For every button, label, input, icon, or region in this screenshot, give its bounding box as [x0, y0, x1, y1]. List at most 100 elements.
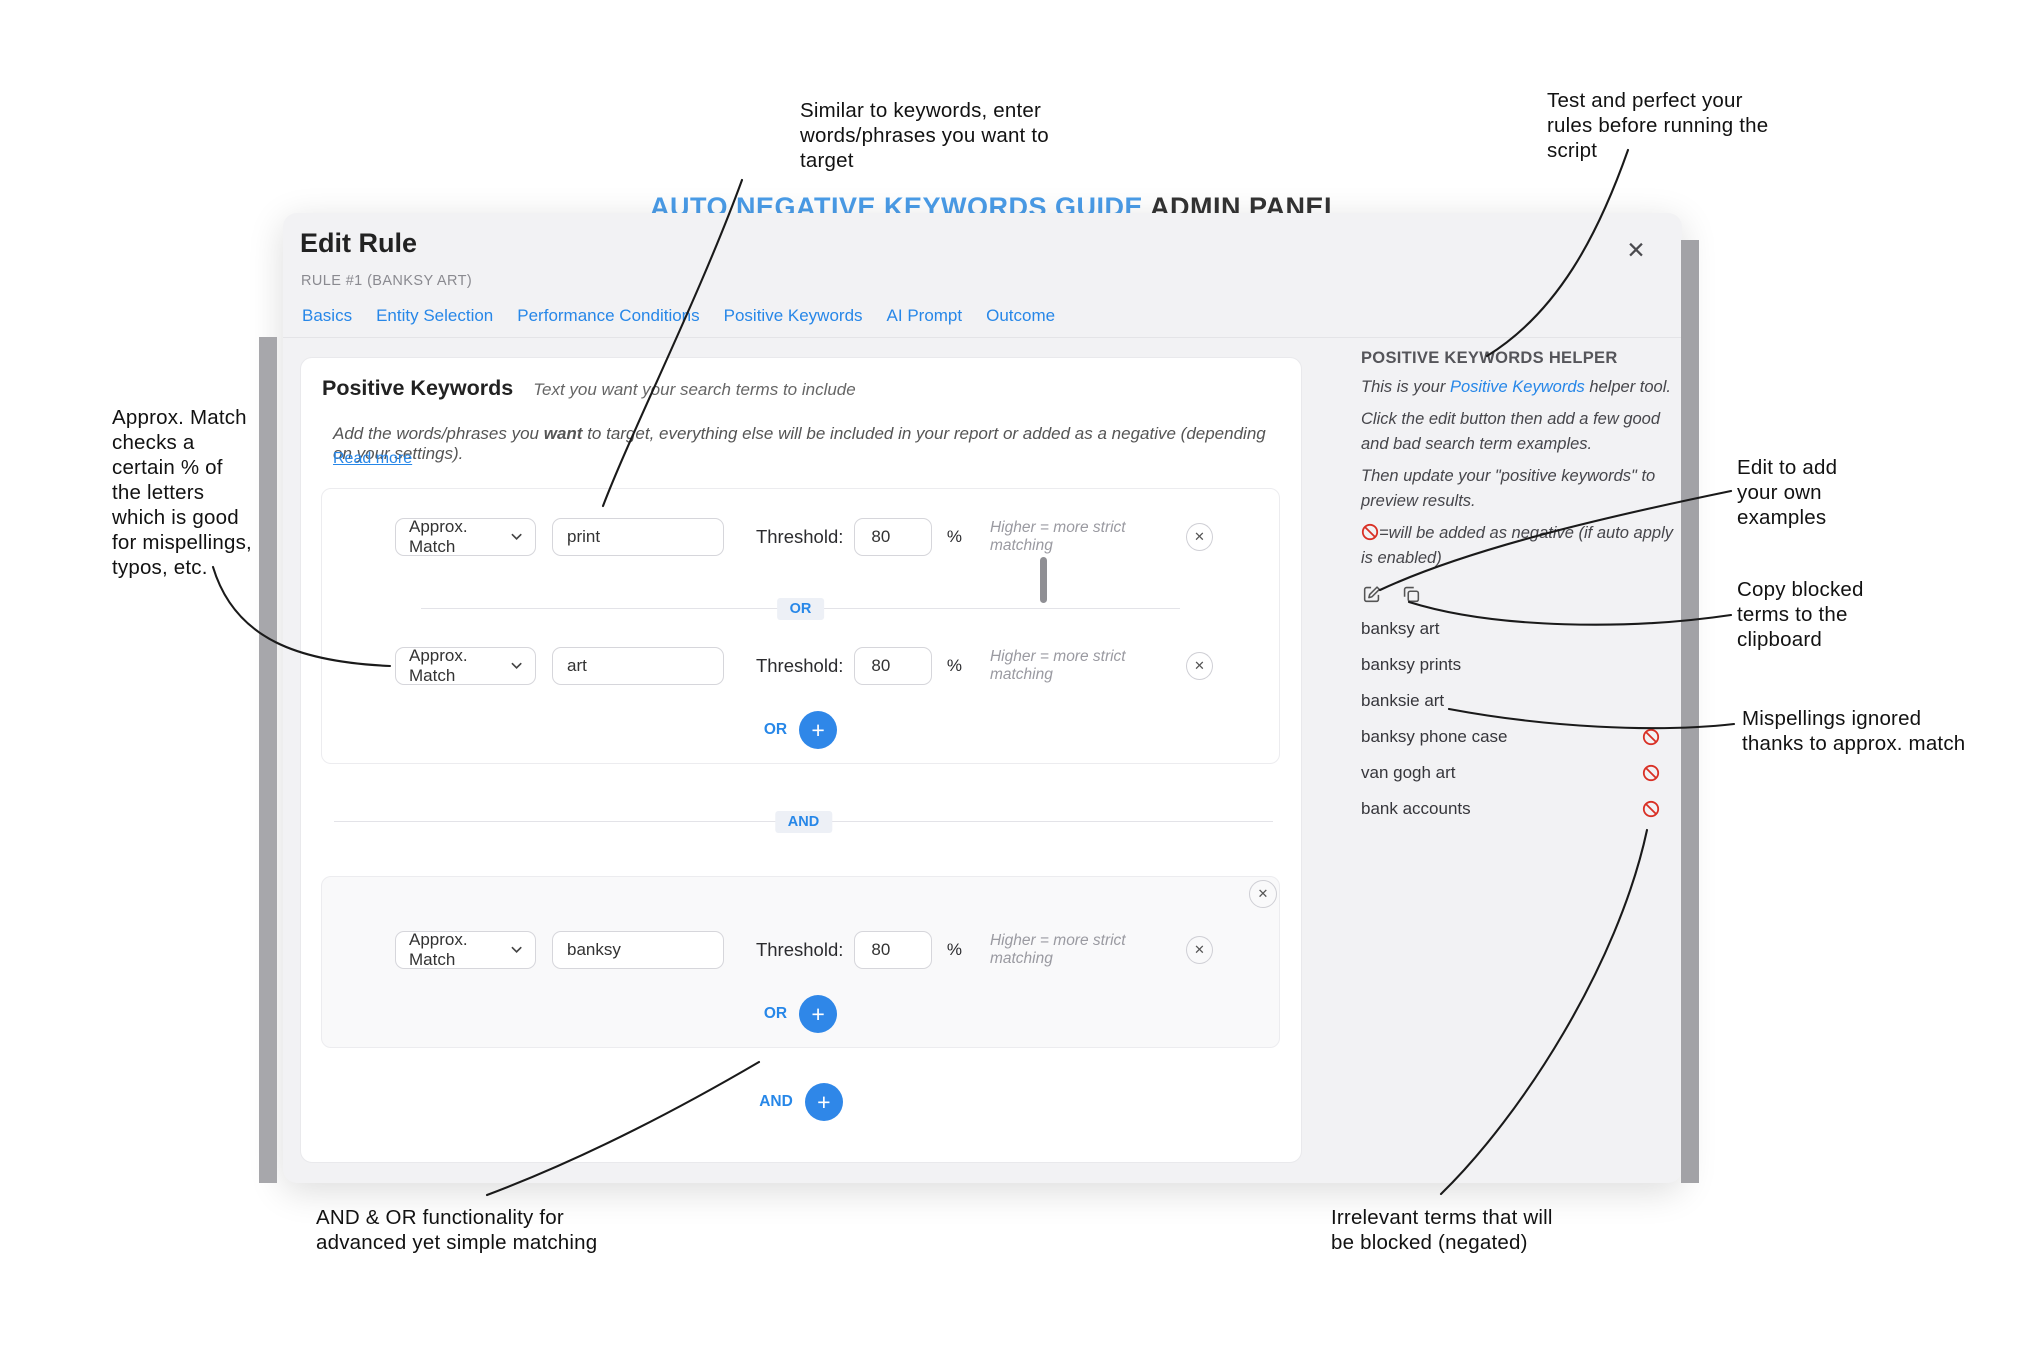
remove-keyword-button[interactable]: ✕ — [1185, 936, 1213, 964]
threshold-hint: Higher = more strict matching — [989, 932, 1126, 967]
list-item: banksy phone case — [1361, 719, 1682, 755]
list-item: banksy art — [1361, 611, 1682, 647]
keyword-row: Approx. Match print Threshold: 80 % High… — [322, 517, 1279, 556]
threshold-hint: Higher = more strict matching — [989, 519, 1126, 554]
percent-sign: % — [946, 527, 962, 546]
annotation-similar-to-keywords: Similar to keywords, enter words/phrases… — [800, 99, 1049, 172]
positive-keywords-link[interactable]: Positive Keywords — [1449, 378, 1585, 396]
helper-step-1: Click the edit button then add a few goo… — [1361, 410, 1661, 453]
or-chip: OR — [776, 598, 825, 620]
description-bold: want — [543, 424, 583, 443]
match-type-value: Approx. Match — [409, 646, 468, 685]
helper-keyword-list: banksy art banksy prints banksie art ban… — [1361, 611, 1682, 827]
threshold-label: Threshold: — [755, 526, 844, 547]
remove-group-button[interactable]: ✕ — [1249, 880, 1277, 908]
modal-subtitle: RULE #1 (BANKSY ART) — [301, 273, 473, 289]
or-separator: OR — [421, 598, 1180, 620]
list-item: banksie art — [1361, 683, 1682, 719]
content-scrollbar-thumb[interactable] — [1040, 557, 1047, 603]
helper-toolbar — [1361, 583, 1682, 605]
positive-keywords-helper-panel: POSITIVE KEYWORDS HELPER This is your Po… — [1345, 337, 1682, 1183]
helper-intro: This is your Positive Keywords helper to… — [1361, 375, 1677, 400]
tab-entity-selection[interactable]: Entity Selection — [376, 306, 494, 325]
header-divider — [283, 337, 1682, 338]
keyword-term: banksy art — [1361, 619, 1440, 638]
tab-positive-keywords[interactable]: Positive Keywords — [723, 306, 863, 325]
tab-outcome[interactable]: Outcome — [986, 306, 1056, 325]
threshold-input[interactable]: 80 — [854, 647, 932, 685]
annotation-and-or-functionality: AND & OR functionality for advanced yet … — [316, 1206, 598, 1254]
or-add-row: OR + — [322, 711, 1279, 749]
chevron-down-icon — [511, 533, 522, 541]
helper-intro-post: helper tool. — [1584, 378, 1671, 396]
modal-title: Edit Rule — [300, 228, 418, 258]
tab-performance-conditions[interactable]: Performance Conditions — [517, 306, 700, 325]
copy-icon[interactable] — [1400, 583, 1422, 605]
keyword-term-input[interactable]: art — [552, 647, 724, 685]
annotation-test-and-perfect: Test and perfect your rules before runni… — [1547, 89, 1769, 162]
tab-ai-prompt[interactable]: AI Prompt — [886, 306, 963, 325]
helper-legend: =will be added as negative (if auto appl… — [1361, 521, 1677, 571]
threshold-hint: Higher = more strict matching — [989, 648, 1126, 683]
right-scrollbar[interactable] — [1681, 240, 1699, 1183]
list-item: banksy prints — [1361, 647, 1682, 683]
keyword-term: bank accounts — [1361, 799, 1471, 818]
annotation-copy-blocked: Copy blocked terms to the clipboard — [1737, 578, 1864, 651]
helper-title: POSITIVE KEYWORDS HELPER — [1361, 349, 1618, 367]
threshold-label: Threshold: — [755, 939, 844, 960]
annotation-edit-to-add: Edit to add your own examples — [1737, 456, 1838, 529]
threshold-input[interactable]: 80 — [854, 931, 932, 969]
keyword-term: banksy prints — [1361, 655, 1462, 674]
match-type-select[interactable]: Approx. Match — [395, 646, 536, 685]
card-header: Positive Keywords Text you want your sea… — [322, 376, 856, 401]
keyword-row: Approx. Match art Threshold: 80 % Higher… — [322, 646, 1279, 685]
description-post: to target, everything else will be inclu… — [333, 424, 1266, 463]
remove-keyword-button[interactable]: ✕ — [1185, 652, 1213, 680]
annotation-mispellings-ignored: Mispellings ignored thanks to approx. ma… — [1742, 707, 1966, 755]
keyword-row: Approx. Match banksy Threshold: 80 % Hig… — [322, 930, 1279, 969]
or-add-row: OR + — [322, 995, 1279, 1033]
list-item: van gogh art — [1361, 755, 1682, 791]
chevron-down-icon — [511, 946, 522, 954]
remove-keyword-button[interactable]: ✕ — [1185, 523, 1213, 551]
and-add-label: AND — [759, 1093, 793, 1110]
match-type-value: Approx. Match — [409, 517, 468, 556]
annotation-irrelevant-terms: Irrelevant terms that will be blocked (n… — [1331, 1206, 1553, 1254]
tab-basics[interactable]: Basics — [302, 306, 353, 325]
positive-keywords-card: Positive Keywords Text you want your sea… — [300, 357, 1302, 1163]
blocked-icon — [1642, 800, 1660, 818]
blocked-icon — [1642, 728, 1660, 746]
read-more-link[interactable]: Read more — [333, 450, 413, 467]
add-or-keyword-button[interactable]: + — [799, 711, 838, 749]
percent-sign: % — [946, 656, 962, 675]
keyword-group-2: ✕ Approx. Match banksy Threshold: 80 % H… — [321, 876, 1280, 1048]
and-chip: AND — [774, 811, 833, 833]
add-and-group-button[interactable]: + — [804, 1083, 843, 1121]
helper-legend-text: =will be added as negative (if auto appl… — [1361, 524, 1673, 567]
threshold-input[interactable]: 80 — [854, 518, 932, 556]
edit-icon[interactable] — [1361, 583, 1383, 605]
keyword-term: banksie art — [1361, 691, 1445, 710]
and-separator: AND — [334, 811, 1273, 833]
blocked-icon — [1361, 523, 1379, 541]
keyword-term-input[interactable]: print — [552, 518, 724, 556]
percent-sign: % — [946, 940, 962, 959]
match-type-value: Approx. Match — [409, 930, 468, 969]
chevron-down-icon — [511, 662, 522, 670]
helper-intro-pre: This is your — [1361, 378, 1450, 396]
threshold-label: Threshold: — [755, 655, 844, 676]
close-icon[interactable]: ✕ — [1626, 236, 1646, 263]
and-add-row: AND + — [301, 1083, 1301, 1121]
description-pre: Add the words/phrases you — [333, 424, 544, 443]
left-scrollbar[interactable] — [259, 337, 277, 1183]
keyword-term: van gogh art — [1361, 763, 1456, 782]
keyword-group-1: Approx. Match print Threshold: 80 % High… — [321, 488, 1280, 764]
match-type-select[interactable]: Approx. Match — [395, 517, 536, 556]
keyword-term: banksy phone case — [1361, 727, 1508, 746]
match-type-select[interactable]: Approx. Match — [395, 930, 536, 969]
add-or-keyword-button[interactable]: + — [799, 995, 838, 1033]
section-description: Add the words/phrases you want to target… — [333, 424, 1283, 464]
helper-step-2: Then update your "positive keywords" to … — [1361, 467, 1656, 510]
keyword-term-input[interactable]: banksy — [552, 931, 724, 969]
section-subheading: Text you want your search terms to inclu… — [533, 380, 856, 399]
